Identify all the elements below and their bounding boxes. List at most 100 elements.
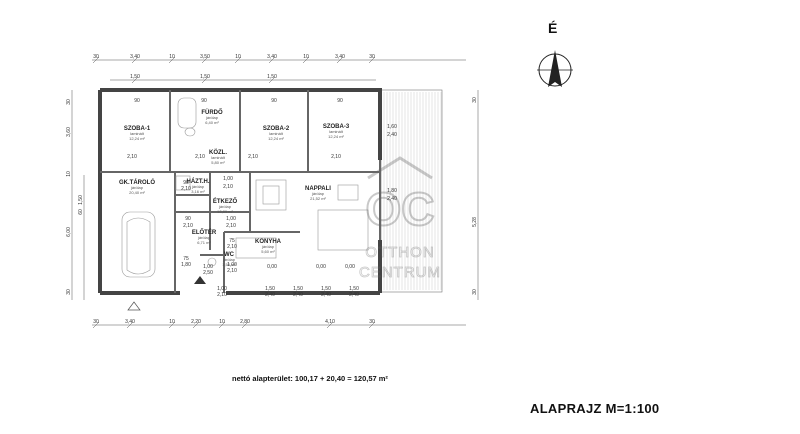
dimension-label: 2,40 (387, 132, 397, 138)
dimension-label: 10 (169, 54, 175, 60)
dimension-label: 2,10 (248, 154, 258, 160)
dimension-labels: 30 3,40 10 3,50 10 3,40 10 3,40 30 1,50 1,50 1,50 30… (66, 54, 478, 325)
dimension-label: 2,10 (223, 184, 233, 190)
dimension-label: 6,00 (66, 227, 72, 237)
dimension-label: 90 (185, 216, 191, 222)
dimension-label: 1,50 (321, 286, 331, 292)
watermark-logo: OC OTTHON CENTRUM (359, 156, 441, 281)
dimension-label: 4,10 (325, 319, 335, 325)
dimension-label: 30 (93, 319, 99, 325)
dimension-label: 30 (369, 54, 375, 60)
dimension-label: 1,50 (78, 195, 84, 205)
dimension-label: 2,10 (226, 223, 236, 229)
dimension-label: 30 (472, 289, 478, 295)
room-name: KÖZL. (209, 149, 227, 156)
room-floor: laminált (269, 131, 284, 136)
room-name: WC (224, 252, 235, 258)
room-area: 5,80 m² (211, 160, 225, 165)
north-label: É (548, 20, 558, 36)
dimension-label: 2,10 (217, 292, 227, 298)
dimension-label: 1,50 (200, 74, 210, 80)
room-floor: járólap (197, 235, 211, 240)
room-area: 1,50 m² (222, 262, 236, 267)
north-arrow-icon (537, 50, 573, 87)
dimension-label: 10 (235, 54, 241, 60)
dimension-label: 3,60 (66, 127, 72, 137)
room-area: 12,24 m² (268, 136, 284, 141)
entrance-marker (127, 276, 206, 311)
dimension-label: 2,40 (349, 292, 359, 298)
dimension-label: 30 (369, 319, 375, 325)
watermark-line2: CENTRUM (359, 264, 441, 281)
dimension-label: 5,28 (472, 217, 478, 227)
dimension-label: 3,40 (125, 319, 135, 325)
dimension-label: 2,50 (203, 270, 213, 276)
room-area: 5,60 m² (261, 249, 275, 254)
dimension-label: 10 (66, 171, 72, 177)
dimension-label: 3,40 (267, 54, 277, 60)
room-name: NAPPALI (305, 186, 331, 192)
dimension-label: 2,10 (183, 223, 193, 229)
watermark-logo-text: OC (366, 183, 435, 235)
dimension-label: 30 (472, 97, 478, 103)
room-area: 20,40 m² (129, 190, 145, 195)
dimension-label: 0,00 (345, 264, 355, 270)
room-name: SZOBA-2 (263, 126, 290, 132)
room-floor: járólap (130, 185, 144, 190)
net-area-text: nettó alapterület: 100,17 + 20,40 = 120,… (232, 374, 388, 383)
dimension-label: 0,00 (267, 264, 277, 270)
dimension-label: 1,50 (293, 286, 303, 292)
room-floor: járólap (191, 184, 205, 189)
inner-walls (100, 90, 381, 293)
dimension-label: 1,80 (387, 188, 397, 194)
dimension-label: 75 (229, 238, 235, 244)
room-area: 3,16 m² (191, 189, 205, 194)
dimension-label: 60 (78, 209, 84, 215)
dimension-label: 2,10 (227, 244, 237, 250)
room-floor: járólap (205, 115, 219, 120)
dimension-label: 2,10 (331, 154, 341, 160)
dimension-label: 30 (66, 99, 72, 105)
room-floor: laminált (329, 129, 344, 134)
dimension-label: 1,00 (217, 286, 227, 292)
dimension-label: 3,50 (200, 54, 210, 60)
room-area: 21,52 m² (310, 196, 326, 201)
room-area: 12,24 m² (328, 134, 344, 139)
room-name: KONYHA (255, 239, 282, 245)
room-floor: járólap (218, 204, 232, 209)
room-area: 12,24 m² (129, 136, 145, 141)
room-area: 12,89 m² (217, 209, 233, 214)
room-name: SZOBA-3 (323, 124, 350, 130)
room-name: ELŐTÉR (192, 228, 217, 236)
dimension-label: 2,40 (321, 292, 331, 298)
room-name: SZOBA-1 (124, 126, 151, 132)
dimension-label: 2,10 (195, 154, 205, 160)
room-floor: járólap (222, 257, 236, 262)
dimension-label: 1,50 (130, 74, 140, 80)
dimension-label: 90 (183, 180, 189, 186)
dimension-label: 3,40 (335, 54, 345, 60)
dimension-label: 3,40 (130, 54, 140, 60)
dimension-label: 1,50 (267, 74, 277, 80)
room-floor: járólap (261, 244, 275, 249)
room-area: 6,71 m² (197, 240, 211, 245)
dimension-label: 90 (201, 98, 207, 104)
dimension-label: 10 (303, 54, 309, 60)
room-floor: laminált (130, 131, 145, 136)
dimension-label: 2,80 (240, 319, 250, 325)
dimension-label: 90 (134, 98, 140, 104)
dimension-label: 1,60 (387, 124, 397, 130)
dimension-label: 1,00 (227, 262, 237, 268)
room-name: ÉTKEZŐ (213, 197, 238, 205)
dimension-label: 1,50 (349, 286, 359, 292)
